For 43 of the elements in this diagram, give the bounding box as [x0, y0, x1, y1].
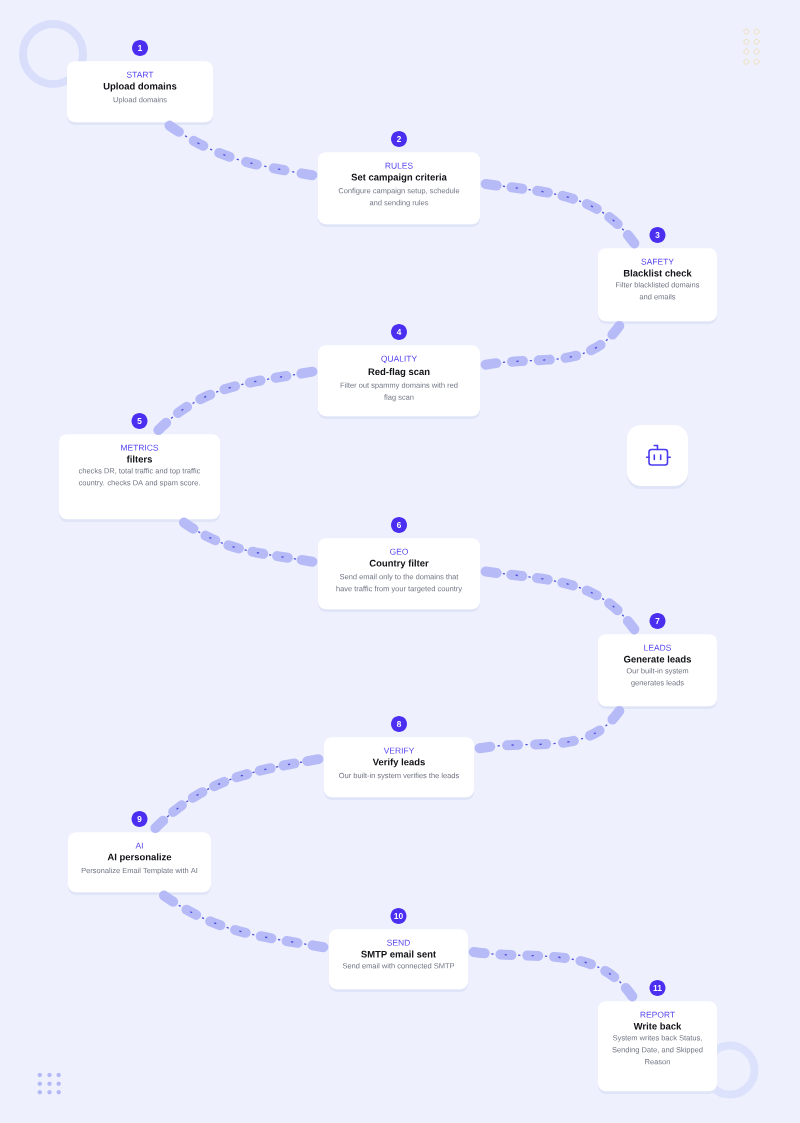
step-number: 10	[390, 908, 407, 924]
step-title: SMTP email sent	[361, 950, 436, 958]
step-title: Blacklist check	[623, 269, 692, 277]
step-number: 2	[391, 131, 407, 147]
step-number: 5	[131, 413, 148, 429]
category-label: LEADS	[644, 644, 671, 651]
category-label: AI	[135, 842, 143, 849]
step-number: 7	[649, 613, 666, 629]
category-label: REPORT	[640, 1011, 675, 1018]
dashed-connector	[150, 754, 324, 834]
dashed-connector	[159, 890, 329, 953]
category-label: QUALITY	[381, 355, 417, 364]
step-number: 8	[391, 716, 407, 732]
dashed-connector	[474, 705, 625, 754]
step-number: 3	[649, 227, 666, 243]
dashed-connector	[153, 366, 318, 436]
step-title: Country filter	[369, 559, 429, 569]
step-number: 4	[391, 324, 407, 340]
step-title: AI personalize	[107, 853, 172, 863]
step-number: 9	[131, 811, 148, 827]
step-title: Red-flag scan	[368, 368, 430, 377]
dashed-connector	[480, 320, 625, 370]
category-label: SAFETY	[641, 258, 674, 265]
step-title: Upload domains	[103, 82, 177, 92]
step-title: Verify leads	[372, 758, 425, 768]
dashed-connector	[480, 566, 640, 635]
category-label: VERIFY	[383, 747, 415, 754]
dashed-connector	[468, 946, 638, 1002]
step-title: Generate leads	[623, 655, 692, 663]
step-number: 1	[132, 40, 148, 56]
category-label: GEO	[390, 548, 408, 555]
category-label: METRICS	[121, 444, 159, 451]
step-title: Write back	[633, 1022, 682, 1030]
category-label: RULES	[385, 162, 413, 169]
step-number: 11	[649, 980, 666, 996]
category-label: SEND	[387, 939, 410, 946]
dashed-connector	[179, 517, 318, 567]
step-title: Set campaign criteria	[351, 173, 447, 183]
step-number: 6	[391, 517, 407, 533]
dashed-connector	[164, 120, 318, 181]
step-title: filters	[126, 455, 152, 463]
dashed-connector	[480, 178, 640, 249]
category-label: START	[126, 71, 154, 78]
